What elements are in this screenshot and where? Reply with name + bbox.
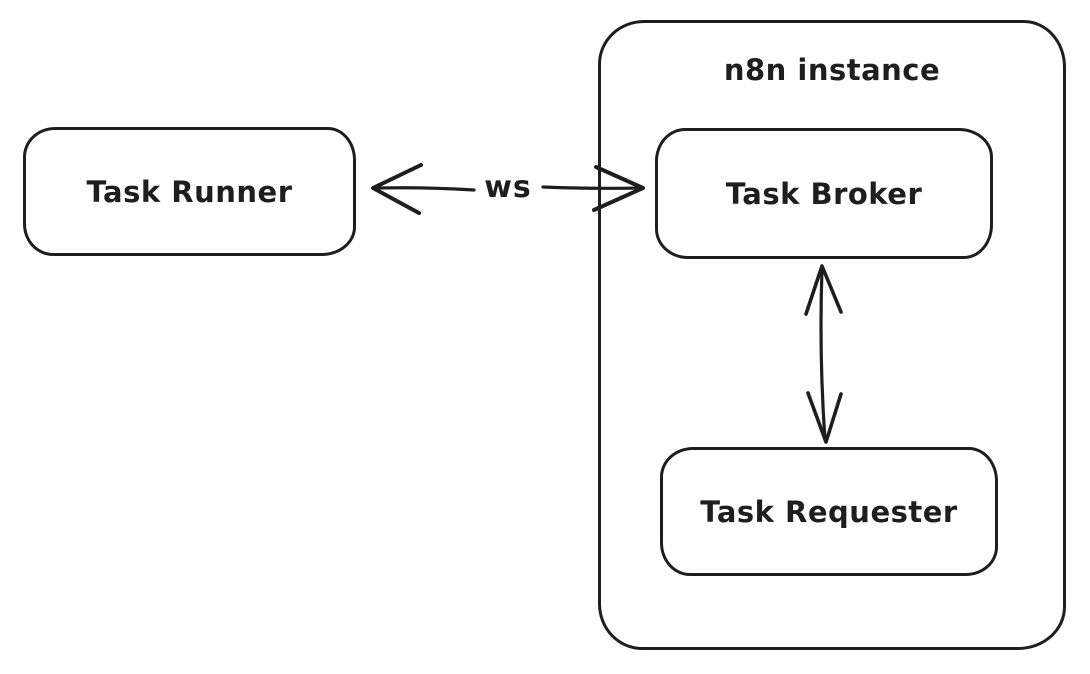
- task-broker-node: Task Broker: [655, 128, 993, 259]
- task-runner-node: Task Runner: [23, 127, 356, 256]
- runner-broker-arrow-shaft-left: [377, 186, 476, 192]
- task-requester-label: Task Requester: [700, 494, 958, 529]
- n8n-instance-title: n8n instance: [723, 53, 941, 87]
- arrowhead-left-icon: [371, 163, 423, 215]
- task-requester-node: Task Requester: [660, 447, 998, 576]
- ws-edge-label: ws: [480, 170, 536, 205]
- task-runner-label: Task Runner: [86, 174, 293, 209]
- task-broker-label: Task Broker: [725, 176, 923, 211]
